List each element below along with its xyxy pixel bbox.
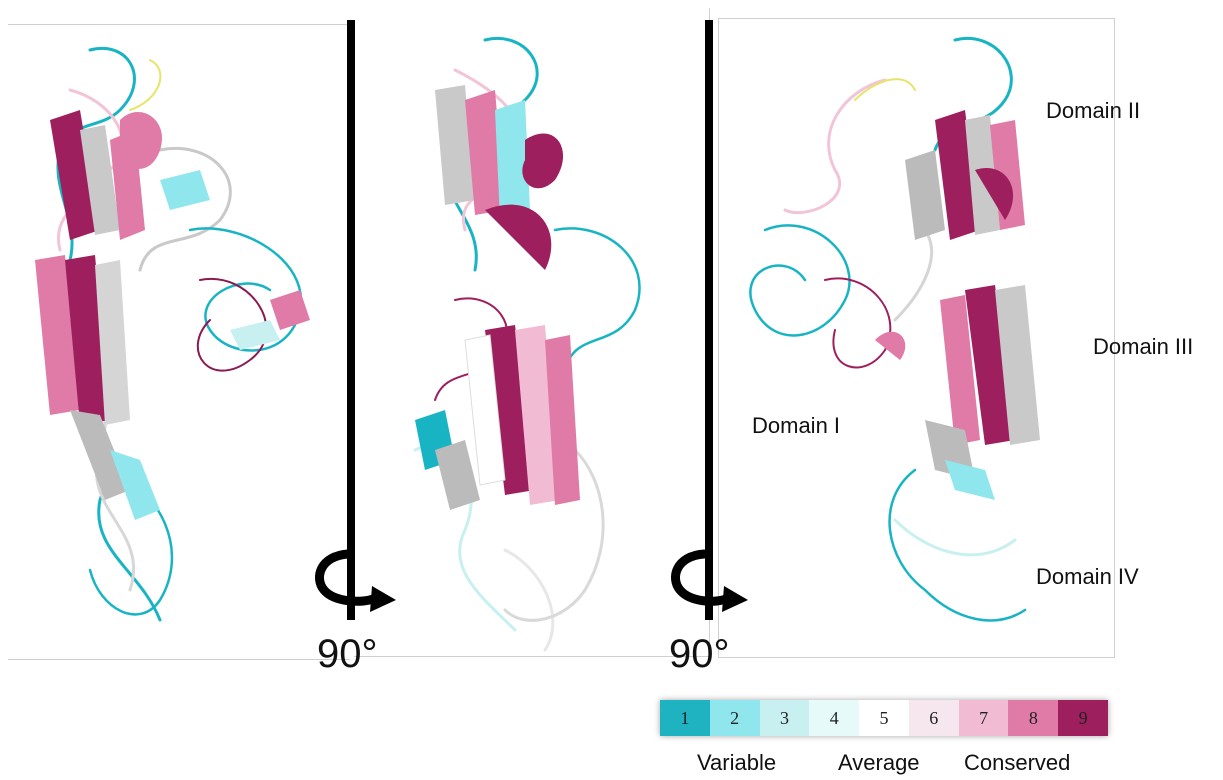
scale-cell-9: 9 — [1058, 700, 1109, 736]
rotation-arrow-icon-1 — [315, 549, 396, 612]
scale-cell-5: 5 — [859, 700, 909, 736]
scale-label-average: Average — [838, 750, 920, 775]
domain-i-label: Domain I — [752, 413, 841, 438]
scale-cell-6: 6 — [908, 700, 959, 736]
scale-cell-1: 1 — [660, 700, 710, 736]
protein-structure-view-3 — [749, 37, 1040, 622]
scale-label-conserved: Conserved — [964, 750, 1071, 775]
scale-label-variable: Variable — [697, 750, 777, 775]
scale-cell-4: 4 — [809, 700, 860, 736]
panel-frame-left — [8, 24, 350, 660]
panel-frame-right — [718, 18, 1115, 658]
scale-cell-7: 7 — [958, 700, 1009, 736]
protein-structure-view-2 — [413, 37, 641, 652]
domain-ii-label: Domain II — [1046, 98, 1141, 123]
rotation-angle-label-2: 90° — [669, 632, 730, 676]
rotation-axis-2 — [705, 20, 713, 620]
protein-structure-view-1 — [35, 47, 310, 622]
scale-cell-8: 8 — [1008, 700, 1059, 736]
domain-iii-label: Domain III — [1093, 334, 1194, 359]
domain-iv-label: Domain IV — [1036, 564, 1139, 589]
rotation-angle-label-1: 90° — [317, 632, 378, 676]
scale-cell-3: 3 — [759, 700, 810, 736]
rotation-axis-1 — [347, 20, 355, 620]
scale-cell-2: 2 — [709, 700, 760, 736]
rotation-arrow-icon-2 — [671, 549, 748, 612]
